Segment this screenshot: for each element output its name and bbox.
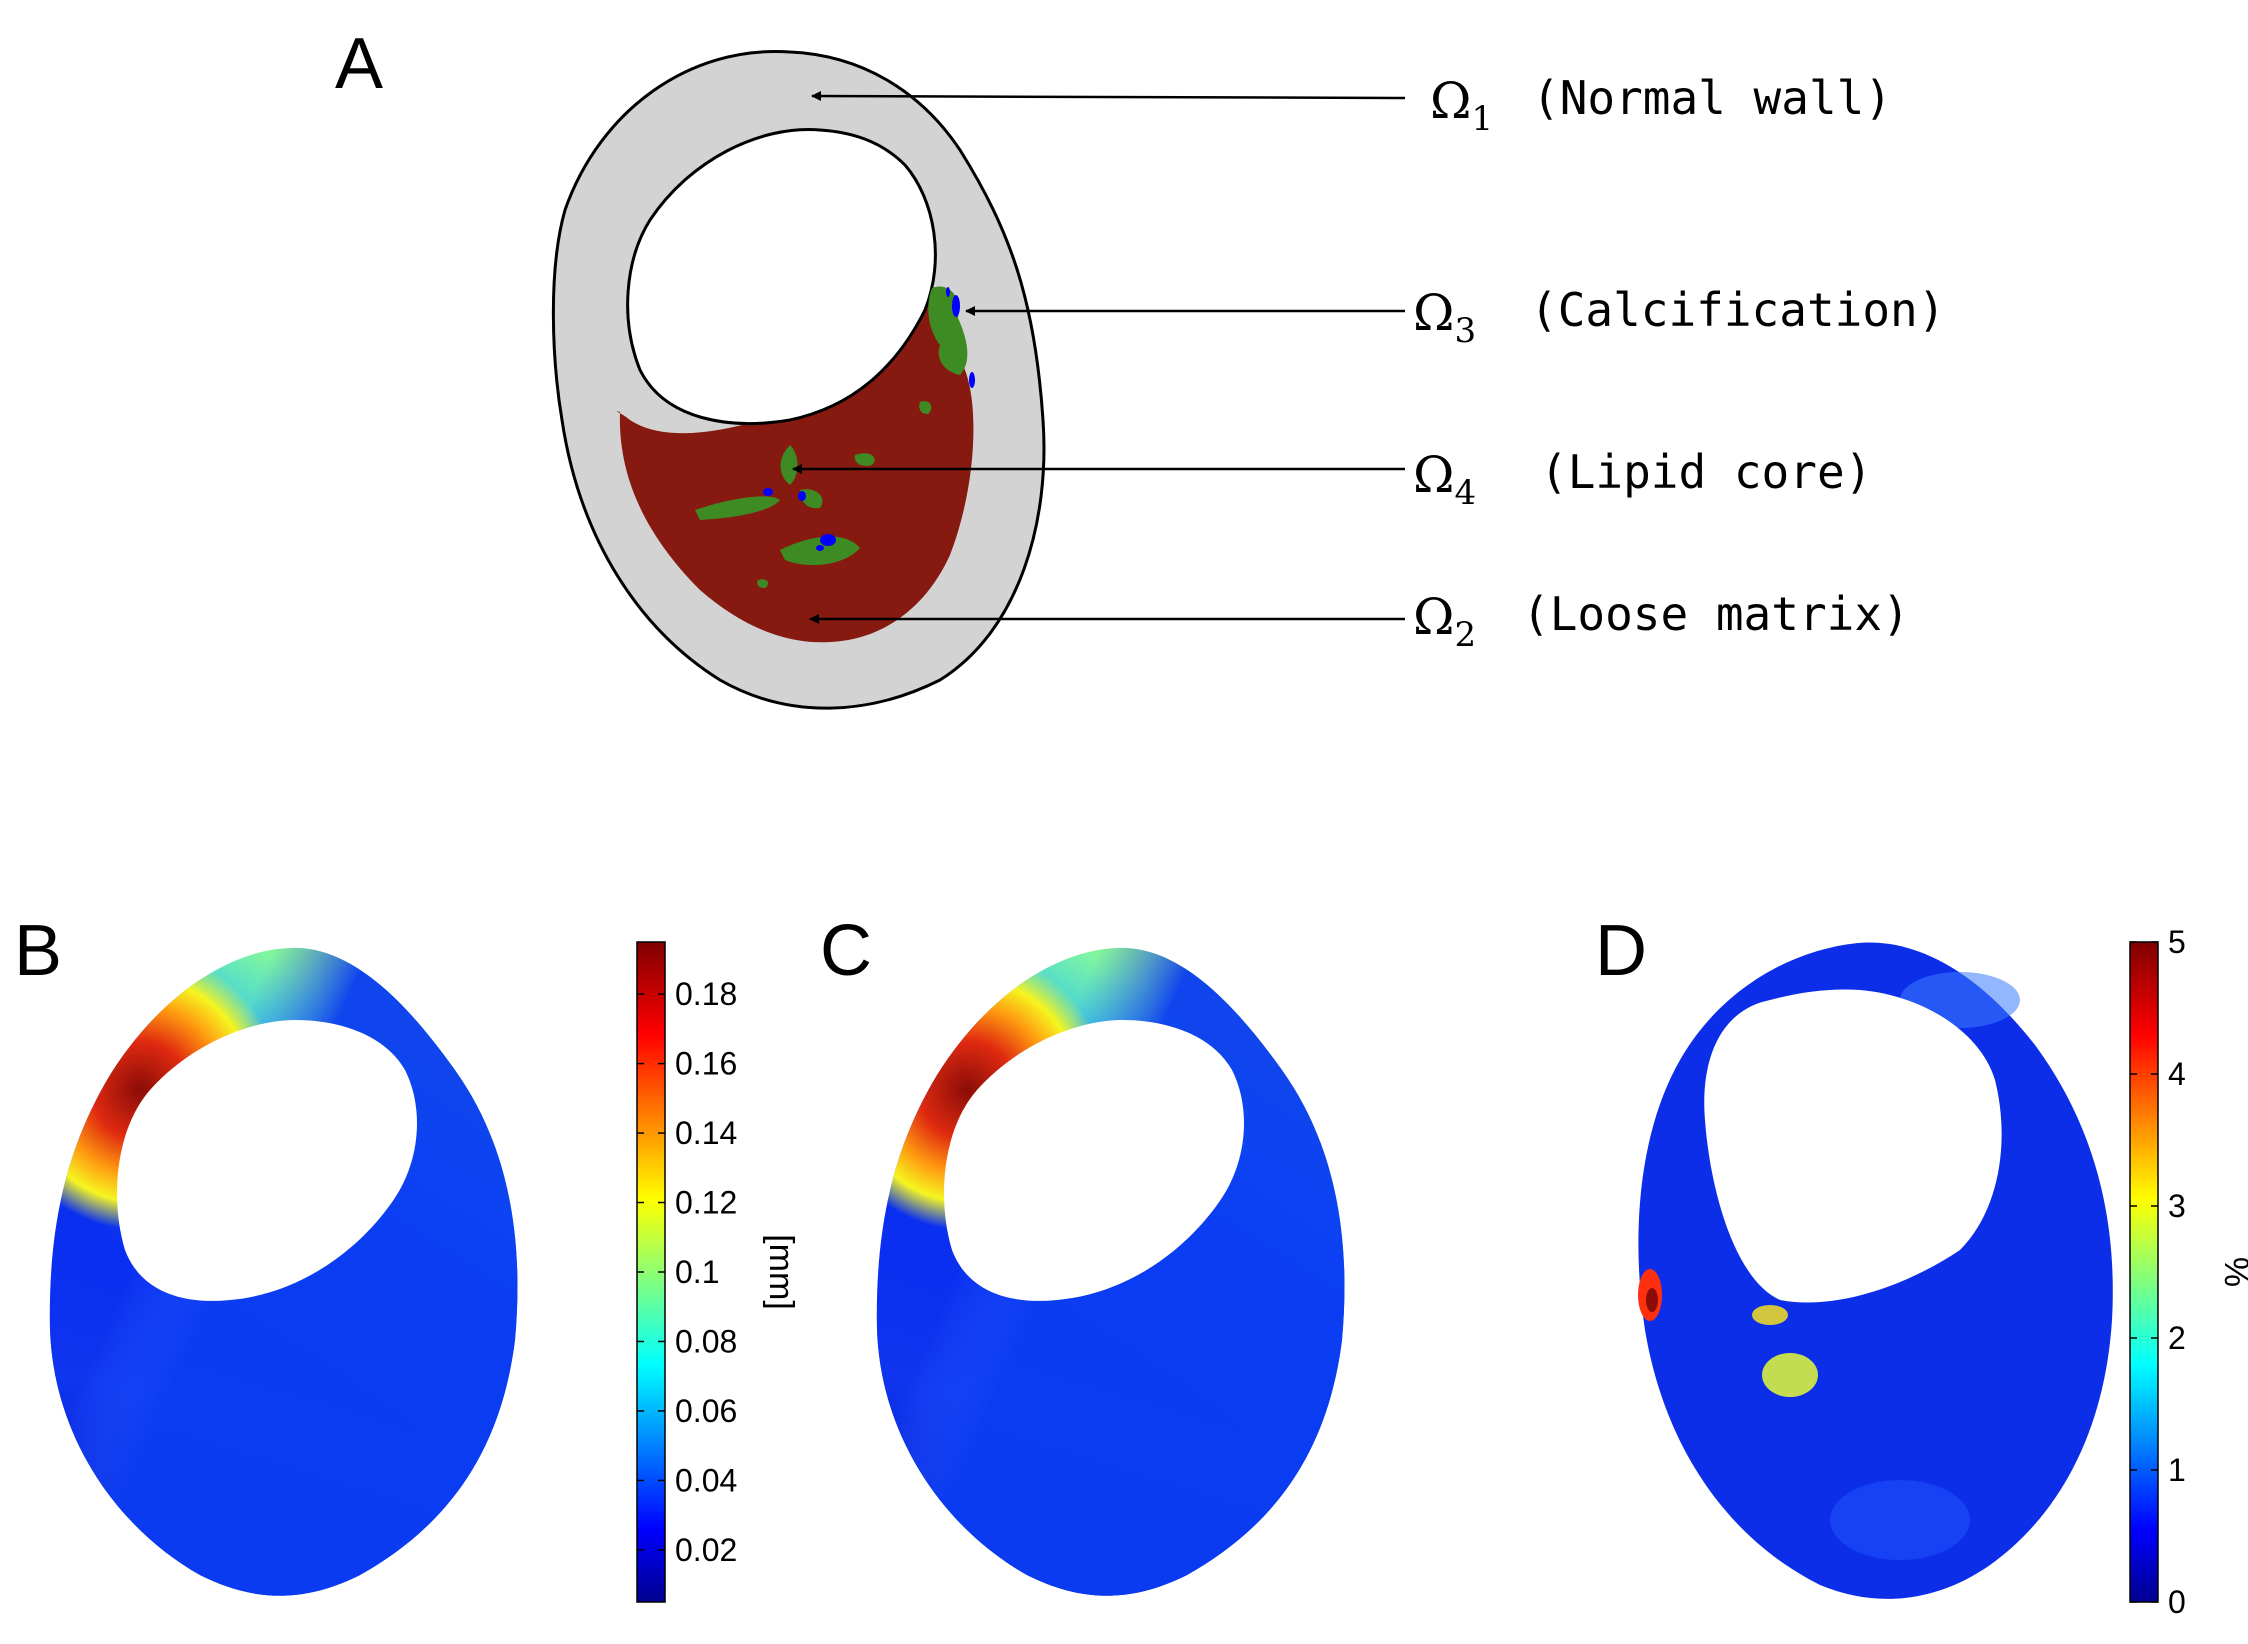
svg-text:(Lipid core): (Lipid core) [1540, 445, 1872, 499]
label-lipid-core: Ω4 (Lipid core) [1413, 445, 1872, 513]
calcification-patch [695, 496, 780, 520]
label-normal-wall: Ω1 (Normal wall) [1430, 71, 1892, 139]
colorbar-error-scale [2129, 941, 2159, 1603]
svg-text:(Loose matrix): (Loose matrix) [1522, 587, 1910, 641]
lipid-core-spot [946, 287, 950, 297]
calcification-patch [757, 579, 769, 588]
calcification-patch [919, 401, 932, 414]
panel-c: C [820, 911, 1345, 1596]
colorbar-displacement: 0.02 0.04 0.06 0.08 0.1 0.12 0.14 0.16 0.18 [mm] [636, 941, 800, 1603]
lipid-core-spot [969, 372, 975, 388]
arrow-normal-wall [811, 91, 1406, 102]
colorbar-tick-label: 0.12 [675, 1185, 737, 1221]
panel-d-letter: D [1595, 911, 1647, 991]
panel-b-letter: B [14, 911, 62, 991]
colorbar-error-unit: % [2217, 1257, 2248, 1287]
colorbar-tick-label: 1 [2168, 1452, 2186, 1488]
colorbar-tick-label: 0 [2168, 1584, 2186, 1620]
lipid-core-spot [798, 491, 806, 501]
colorbar-tick-label: 3 [2168, 1188, 2186, 1224]
panel-d: D 0 1 2 3 4 5 % [1595, 911, 2248, 1620]
svg-text:Ω1: Ω1 [1430, 72, 1493, 139]
svg-text:Ω4: Ω4 [1413, 446, 1476, 513]
colorbar-tick-label: 0.04 [675, 1462, 737, 1498]
colorbar-tick-label: 0.02 [675, 1532, 737, 1568]
displacement-field-b [49, 947, 518, 1596]
colorbar-displacement-unit: [mm] [762, 1234, 800, 1310]
svg-text:Ω2: Ω2 [1413, 588, 1476, 655]
panel-a-letter: A [335, 24, 383, 104]
svg-text:(Normal wall): (Normal wall) [1532, 71, 1892, 125]
svg-text:Ω3: Ω3 [1413, 284, 1476, 351]
panel-b: B 0.02 0.04 0.06 0.08 0.1 0.12 0.14 0.16 0.18 [m… [14, 911, 800, 1603]
lumen [626, 128, 937, 425]
label-loose-matrix: Ω2 (Loose matrix) [1413, 587, 1910, 655]
label-calcification: Ω3 (Calcification) [1413, 283, 1945, 351]
displacement-field-c [876, 947, 1345, 1596]
colorbar-tick-label: 0.16 [675, 1046, 737, 1082]
lipid-core-spot [952, 295, 960, 317]
svg-text:(Calcification): (Calcification) [1530, 283, 1945, 337]
colorbar-tick-label: 0.08 [675, 1323, 737, 1359]
calcification-patch [780, 445, 798, 485]
lipid-core-spot [820, 534, 836, 546]
colorbar-tick-label: 2 [2168, 1320, 2186, 1356]
lipid-core-spot [763, 488, 773, 496]
panel-a: A Ω1 (Normal wall) [335, 24, 1945, 710]
error-field-d [1638, 942, 2113, 1599]
colorbar-tick-label: 4 [2168, 1056, 2186, 1092]
colorbar-tick-label: 0.06 [675, 1393, 737, 1429]
panel-c-letter: C [820, 911, 872, 991]
colorbar-tick-label: 0.14 [675, 1115, 737, 1151]
lipid-core-spot [816, 545, 824, 551]
colorbar-tick-label: 5 [2168, 924, 2186, 960]
colorbar-error: 0 1 2 3 4 5 % [2129, 924, 2248, 1620]
calcification-patch [854, 453, 875, 466]
colorbar-tick-label: 0.1 [675, 1254, 719, 1290]
colorbar-tick-label: 0.18 [675, 976, 737, 1012]
